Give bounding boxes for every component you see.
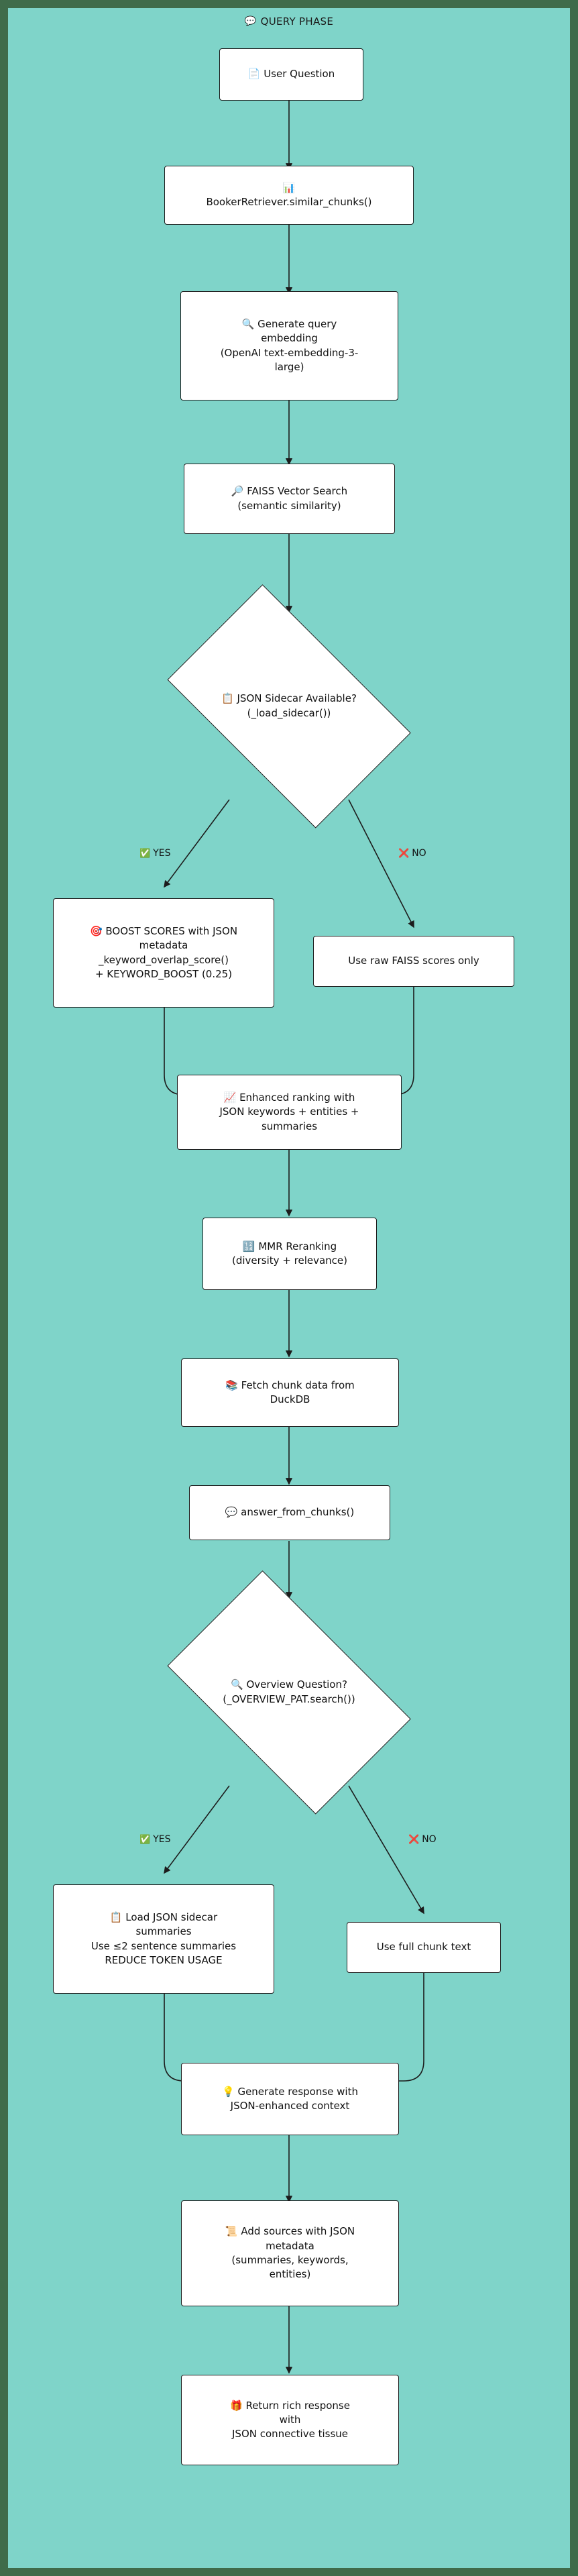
- node-generate-response-line-0: 💡 Generate response with: [222, 2085, 358, 2098]
- node-answer-from-chunks-line-0: 💬 answer_from_chunks(): [225, 1506, 355, 1519]
- edge-label-sidecar-no-text: NO: [412, 848, 426, 859]
- node-boost-scores-line-2: _keyword_overlap_score(): [99, 953, 229, 966]
- node-mmr-reranking-line-1: (diversity + relevance): [231, 1254, 348, 1267]
- edge-label-overview-yes-text: YES: [153, 1834, 171, 1845]
- node-fetch-chunk-data[interactable]: 📚 Fetch chunk data from DuckDB: [181, 1358, 399, 1427]
- node-generate-query-embedding-line-0: 🔍 Generate query: [241, 317, 337, 330]
- node-fetch-chunk-data-line-0: 📚 Fetch chunk data from: [225, 1379, 355, 1391]
- node-booker-retriever[interactable]: 📊 BookerRetriever.similar_chunks(): [164, 166, 414, 225]
- node-raw-faiss-scores-line-0: Use raw FAISS scores only: [348, 955, 479, 967]
- diagram-title-text: QUERY PHASE: [260, 15, 334, 28]
- node-faiss-vector-search[interactable]: 🔎 FAISS Vector Search (semantic similari…: [184, 464, 395, 534]
- node-generate-query-embedding[interactable]: 🔍 Generate query embedding (OpenAI text-…: [180, 291, 398, 400]
- node-enhanced-ranking[interactable]: 📈 Enhanced ranking with JSON keywords + …: [177, 1075, 402, 1150]
- speech-bubble-icon: 💬: [244, 16, 257, 27]
- node-generate-response-line-1: JSON-enhanced context: [230, 2100, 350, 2112]
- node-load-json-sidecar-summaries-line-0: 📋 Load JSON sidecar: [109, 1911, 218, 1923]
- node-enhanced-ranking-line-0: 📈 Enhanced ranking with: [223, 1091, 355, 1104]
- node-json-sidecar-available-line-0: 📋 JSON Sidecar Available?: [221, 692, 357, 705]
- node-load-json-sidecar-summaries-line-2: Use ≤2 sentence summaries: [91, 1939, 237, 1952]
- node-answer-from-chunks[interactable]: 💬 answer_from_chunks(): [189, 1485, 390, 1540]
- edge-label-overview-yes: ✅ YES: [139, 1834, 170, 1845]
- node-overview-question[interactable]: 🔍 Overview Question? (_OVERVIEW_PAT.sear…: [141, 1570, 437, 1815]
- node-user-question-line-0: 📄 User Question: [247, 68, 335, 80]
- node-json-sidecar-available-line-1: (_load_sidecar()): [247, 707, 331, 719]
- node-generate-query-embedding-line-3: large): [274, 360, 304, 373]
- node-mmr-reranking-line-0: 🔢 MMR Reranking: [242, 1240, 337, 1252]
- check-mark-icon: ✅: [139, 848, 151, 859]
- edge-label-overview-no: ❌ NO: [408, 1834, 437, 1845]
- node-overview-question-label: 🔍 Overview Question? (_OVERVIEW_PAT.sear…: [141, 1598, 437, 1787]
- node-add-sources-line-0: 📜 Add sources with JSON: [225, 2225, 355, 2238]
- cross-mark-icon: ❌: [398, 848, 410, 859]
- node-add-sources-line-2: (summaries, keywords,: [231, 2254, 349, 2266]
- node-load-json-sidecar-summaries[interactable]: 📋 Load JSON sidecar summaries Use ≤2 sen…: [53, 1884, 274, 1994]
- node-load-json-sidecar-summaries-line-1: summaries: [135, 1925, 192, 1938]
- node-add-sources-line-3: entities): [269, 2268, 311, 2281]
- node-return-rich-response[interactable]: 🎁 Return rich response with JSON connect…: [181, 2375, 399, 2465]
- node-faiss-vector-search-line-1: (semantic similarity): [237, 499, 341, 512]
- node-fetch-chunk-data-line-1: DuckDB: [270, 1393, 310, 1405]
- node-booker-retriever-line-1: BookerRetriever.similar_chunks(): [206, 196, 372, 208]
- edge-label-overview-no-text: NO: [422, 1834, 437, 1845]
- node-return-rich-response-line-0: 🎁 Return rich response: [230, 2399, 350, 2412]
- node-boost-scores[interactable]: 🎯 BOOST SCORES with JSON metadata _keywo…: [53, 898, 274, 1008]
- cross-mark-icon: ❌: [408, 1834, 420, 1845]
- node-generate-query-embedding-line-2: (OpenAI text-embedding-3-: [220, 346, 359, 359]
- node-user-question[interactable]: 📄 User Question: [219, 48, 363, 101]
- node-overview-question-line-1: (_OVERVIEW_PAT.search()): [223, 1693, 355, 1705]
- node-faiss-vector-search-line-0: 🔎 FAISS Vector Search: [231, 485, 348, 498]
- node-use-full-chunk-text[interactable]: Use full chunk text: [347, 1922, 501, 1973]
- node-enhanced-ranking-line-2: summaries: [261, 1120, 318, 1132]
- node-generate-query-embedding-line-1: embedding: [261, 332, 318, 345]
- edge-label-sidecar-yes: ✅ YES: [139, 848, 170, 859]
- node-add-sources-line-1: metadata: [266, 2239, 314, 2252]
- node-use-full-chunk-text-line-0: Use full chunk text: [376, 1941, 471, 1953]
- node-mmr-reranking[interactable]: 🔢 MMR Reranking (diversity + relevance): [203, 1218, 377, 1290]
- bar-chart-icon: 📊: [282, 181, 296, 194]
- node-json-sidecar-available[interactable]: 📋 JSON Sidecar Available? (_load_sidecar…: [141, 584, 437, 828]
- node-enhanced-ranking-line-1: JSON keywords + entities +: [219, 1106, 359, 1118]
- node-load-json-sidecar-summaries-line-3: REDUCE TOKEN USAGE: [105, 1953, 223, 1966]
- node-raw-faiss-scores[interactable]: Use raw FAISS scores only: [313, 936, 514, 987]
- edge-label-sidecar-no: ❌ NO: [398, 848, 426, 859]
- node-json-sidecar-available-label: 📋 JSON Sidecar Available? (_load_sidecar…: [141, 612, 437, 801]
- node-overview-question-line-0: 🔍 Overview Question?: [231, 1678, 347, 1691]
- node-generate-response[interactable]: 💡 Generate response with JSON-enhanced c…: [181, 2063, 399, 2135]
- diagram-title: 💬 QUERY PHASE: [8, 8, 570, 35]
- check-mark-icon: ✅: [139, 1834, 151, 1845]
- node-add-sources[interactable]: 📜 Add sources with JSON metadata (summar…: [181, 2200, 399, 2306]
- node-boost-scores-line-3: + KEYWORD_BOOST (0.25): [95, 967, 233, 980]
- node-boost-scores-line-0: 🎯 BOOST SCORES with JSON: [89, 924, 238, 937]
- node-return-rich-response-line-1: with: [279, 2413, 301, 2426]
- node-return-rich-response-line-2: JSON connective tissue: [232, 2428, 348, 2440]
- edge-label-sidecar-yes-text: YES: [153, 848, 171, 859]
- node-boost-scores-line-1: metadata: [139, 939, 188, 952]
